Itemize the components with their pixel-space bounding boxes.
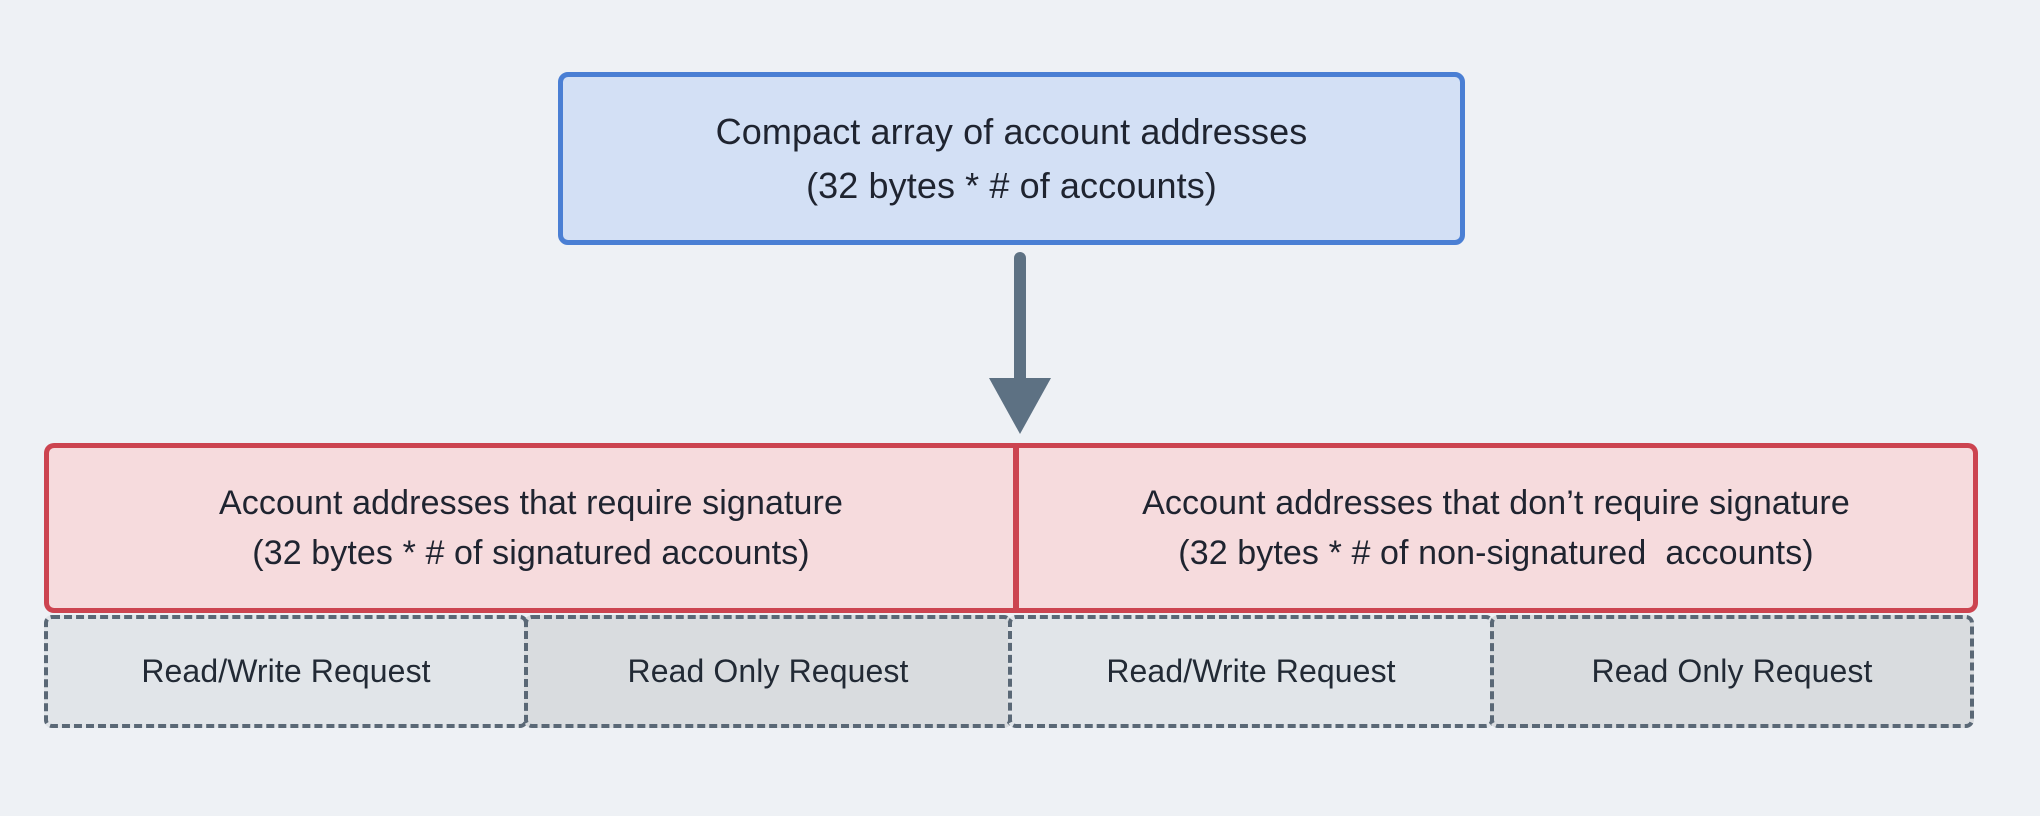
signature-required-line-2: (32 bytes * # of signatured accounts) [252, 533, 810, 572]
signature-not-required-line-1: Account addresses that don’t require sig… [1142, 483, 1850, 522]
request-box-unsigned-readonly: Read Only Request [1490, 615, 1974, 728]
down-arrow-icon [975, 252, 1065, 437]
signature-not-required-line-2: (32 bytes * # of non-signatured accounts… [1178, 533, 1814, 572]
request-box-label: Read/Write Request [141, 653, 431, 689]
signature-required-box: Account addresses that require signature… [44, 443, 1016, 613]
signature-required-line-1: Account addresses that require signature [219, 483, 843, 522]
request-box-unsigned-readwrite: Read/Write Request [1008, 615, 1494, 728]
request-row: Read/Write Request Read Only Request Rea… [44, 615, 1978, 728]
split-row: Account addresses that require signature… [44, 443, 1978, 613]
signature-not-required-box: Account addresses that don’t require sig… [1016, 443, 1978, 613]
source-box: Compact array of account addresses (32 b… [558, 72, 1465, 245]
request-box-signed-readonly: Read Only Request [524, 615, 1012, 728]
request-box-label: Read Only Request [1591, 653, 1873, 689]
request-box-signed-readwrite: Read/Write Request [44, 615, 528, 728]
request-box-label: Read/Write Request [1106, 653, 1396, 689]
source-box-line-2: (32 bytes * # of accounts) [806, 164, 1217, 206]
source-box-line-1: Compact array of account addresses [715, 111, 1308, 153]
request-box-label: Read Only Request [627, 653, 909, 689]
